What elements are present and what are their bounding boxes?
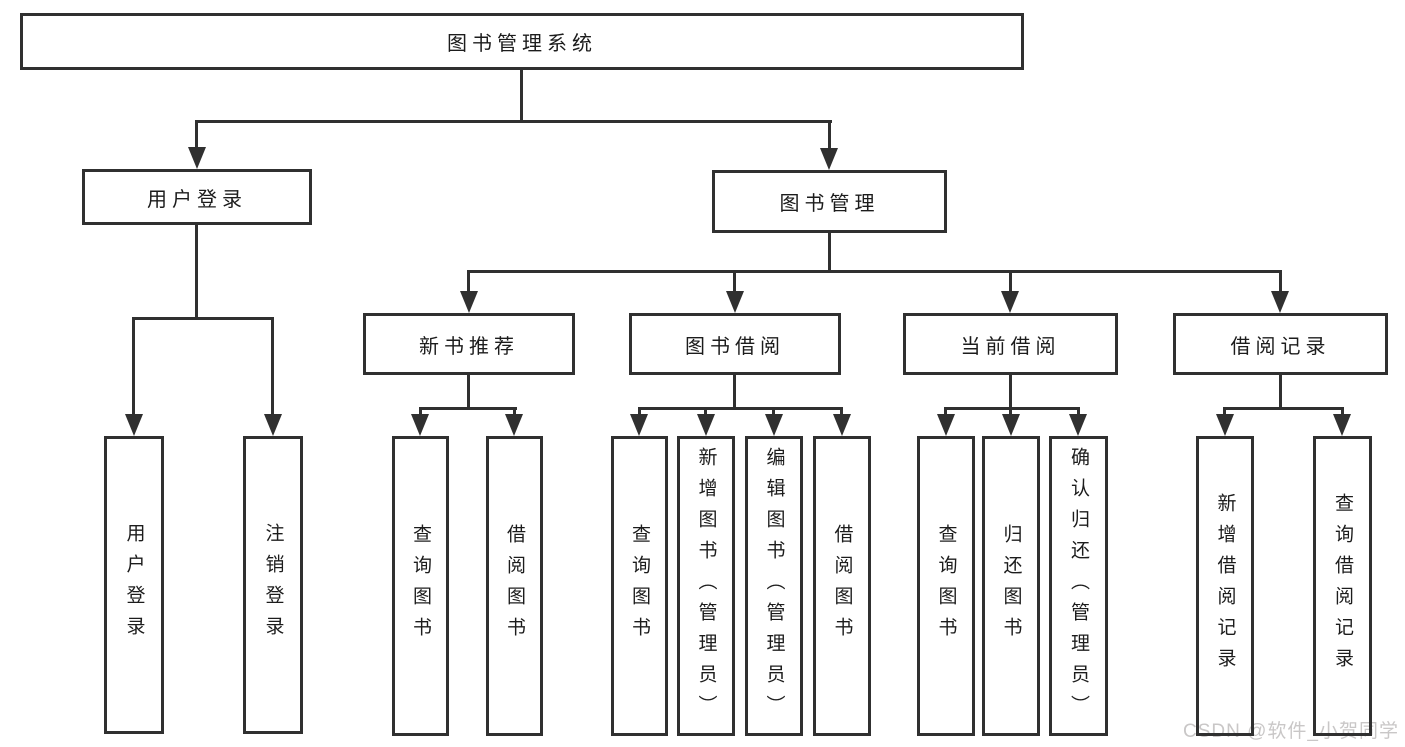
line xyxy=(520,69,523,123)
arrow-down-icon xyxy=(765,414,783,436)
line xyxy=(638,407,641,416)
arrow-down-icon xyxy=(460,291,478,313)
line xyxy=(195,225,198,320)
node-book-management: 图书管理 xyxy=(712,170,947,233)
line xyxy=(944,407,947,416)
line xyxy=(513,407,516,416)
arrow-down-icon xyxy=(1271,291,1289,313)
line xyxy=(467,270,1282,273)
line xyxy=(1009,375,1012,410)
node-label: 确认归还（管理员） xyxy=(1068,446,1089,726)
node-label: 借阅图书 xyxy=(504,524,525,648)
line xyxy=(1223,407,1344,410)
node-label: 借阅图书 xyxy=(831,524,853,648)
line xyxy=(467,270,470,293)
arrow-down-icon xyxy=(1069,414,1087,436)
node-edit-books-admin: 编辑图书（管理员） xyxy=(745,436,803,736)
node-query-books-current: 查询图书 xyxy=(917,436,975,736)
arrow-down-icon xyxy=(1333,414,1351,436)
line xyxy=(944,407,1080,410)
line xyxy=(419,407,422,416)
line xyxy=(1077,407,1080,416)
line xyxy=(840,407,843,416)
arrow-down-icon xyxy=(820,148,838,170)
arrow-down-icon xyxy=(1002,414,1020,436)
line xyxy=(419,407,517,410)
node-label: 当前借阅 xyxy=(960,335,1061,358)
line xyxy=(638,407,843,410)
line xyxy=(733,375,736,410)
arrow-down-icon xyxy=(188,147,206,169)
node-label: 查询图书 xyxy=(629,524,650,648)
node-user-login-leaf: 用户登录 xyxy=(104,436,164,734)
arrow-down-icon xyxy=(411,414,429,436)
line xyxy=(733,270,736,293)
node-user-login: 用户登录 xyxy=(82,169,312,225)
node-label: 注销登录 xyxy=(262,523,284,647)
arrow-down-icon xyxy=(1001,291,1019,313)
line xyxy=(1009,407,1012,416)
node-library-system: 图书管理系统 xyxy=(20,13,1024,70)
node-label: 查询借阅记录 xyxy=(1332,493,1353,679)
node-borrow-books-recommend: 借阅图书 xyxy=(486,436,543,736)
line xyxy=(196,120,832,123)
arrow-down-icon xyxy=(1216,414,1234,436)
arrow-down-icon xyxy=(726,291,744,313)
arrow-down-icon xyxy=(833,414,851,436)
node-borrow-books-leaf: 借阅图书 xyxy=(813,436,871,736)
arrow-down-icon xyxy=(264,414,282,436)
line xyxy=(132,317,135,416)
node-query-books-recommend: 查询图书 xyxy=(392,436,449,736)
arrow-down-icon xyxy=(937,414,955,436)
line xyxy=(828,120,831,150)
line xyxy=(772,407,775,416)
line xyxy=(1341,407,1344,416)
arrow-down-icon xyxy=(630,414,648,436)
line xyxy=(467,375,470,410)
node-add-borrow-record: 新增借阅记录 xyxy=(1196,436,1254,736)
node-borrow-records: 借阅记录 xyxy=(1173,313,1388,375)
node-logout-leaf: 注销登录 xyxy=(243,436,303,734)
node-query-books-borrow: 查询图书 xyxy=(611,436,668,736)
line xyxy=(1279,270,1282,293)
node-label: 图书管理 xyxy=(779,193,880,215)
node-current-borrow: 当前借阅 xyxy=(903,313,1118,375)
node-book-borrow: 图书借阅 xyxy=(629,313,841,375)
node-return-books: 归还图书 xyxy=(982,436,1040,736)
node-query-borrow-record: 查询借阅记录 xyxy=(1313,436,1372,736)
line xyxy=(1223,407,1226,416)
node-label: 新书推荐 xyxy=(419,335,519,358)
line xyxy=(1009,270,1012,293)
line xyxy=(195,120,198,150)
node-label: 新增借阅记录 xyxy=(1214,493,1236,679)
line xyxy=(828,233,831,273)
node-add-books-admin: 新增图书（管理员） xyxy=(677,436,735,736)
arrow-down-icon xyxy=(125,414,143,436)
node-new-book-recommend: 新书推荐 xyxy=(363,313,575,375)
node-label: 图书借阅 xyxy=(685,335,785,358)
line xyxy=(1279,375,1282,410)
line xyxy=(271,317,274,416)
node-label: 新增图书（管理员） xyxy=(695,446,717,726)
watermark: CSDN @软件_小贺同学 xyxy=(1183,721,1399,742)
node-label: 编辑图书（管理员） xyxy=(763,446,785,726)
line xyxy=(704,407,707,416)
node-label: 查询图书 xyxy=(935,524,957,648)
arrow-down-icon xyxy=(697,414,715,436)
line xyxy=(132,317,274,320)
node-label: 借阅记录 xyxy=(1230,335,1331,358)
node-label: 归还图书 xyxy=(1000,524,1022,648)
node-label: 用户登录 xyxy=(123,523,145,647)
arrow-down-icon xyxy=(505,414,523,436)
node-label: 图书管理系统 xyxy=(447,33,597,55)
node-label: 查询图书 xyxy=(410,524,431,648)
node-confirm-return-admin: 确认归还（管理员） xyxy=(1049,436,1108,736)
node-label: 用户登录 xyxy=(147,188,247,211)
